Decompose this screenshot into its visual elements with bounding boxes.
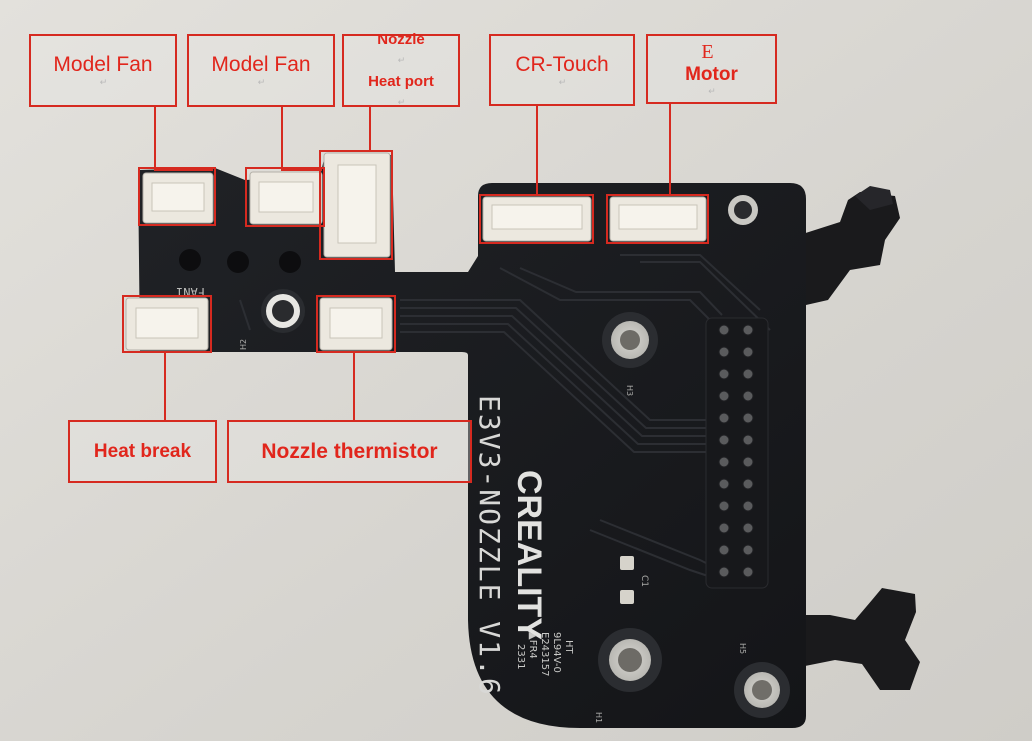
label-e-motor-text: Motor — [685, 64, 738, 85]
header-pins — [705, 317, 769, 589]
cert-ht: HT — [563, 640, 574, 655]
cert-e243157: E243157 — [539, 632, 550, 677]
connector-heat-port — [323, 152, 391, 258]
return-mark: ↵ — [257, 77, 266, 87]
connector-heat-break — [125, 297, 209, 351]
connector-cr-touch — [482, 196, 592, 242]
label-nozzle-thermistor: Nozzle thermistor — [227, 420, 472, 483]
mounting-hole-h2 — [261, 289, 305, 333]
silk-h1: H1 — [594, 712, 603, 723]
silk-h2: H2 — [239, 339, 248, 350]
connector-nozzle-thermistor — [319, 297, 393, 351]
label-model-fan-1-text: Model Fan — [53, 53, 153, 76]
mounting-clip-top — [790, 186, 900, 305]
return-mark: ↵ — [99, 77, 108, 87]
label-nozzle-heat-port-line2: Heat port — [368, 72, 434, 90]
label-cr-touch-text: CR-Touch — [515, 52, 609, 76]
mounting-hole-h1 — [598, 628, 662, 692]
board-model: E3V3-NOZZLE V1.6 — [473, 395, 506, 697]
mounting-clip-bottom — [795, 588, 920, 690]
silk-h5: H5 — [738, 643, 747, 654]
pcb-traces — [239, 254, 771, 581]
board-brand: CREALITY — [510, 470, 548, 640]
mounting-hole-top-right — [728, 195, 758, 225]
return-mark: ↵ — [397, 54, 406, 65]
leader-model-fan-1 — [154, 107, 213, 171]
label-model-fan-1: Model Fan↵ — [29, 34, 177, 107]
mounting-hole-h3 — [602, 312, 658, 368]
label-nozzle-heat-port: Nozzle ↵ Heat port ↵ — [342, 31, 460, 107]
label-nozzle-heat-port-line1: Nozzle — [377, 30, 425, 48]
leader-model-fan-2 — [281, 107, 322, 171]
capacitor-c1 — [620, 556, 634, 604]
mounting-hole-h5 — [734, 662, 790, 718]
label-nozzle-thermistor-text: Nozzle thermistor — [261, 439, 438, 463]
label-model-fan-2-text: Model Fan — [211, 53, 311, 76]
silk-c1: C1 — [639, 575, 649, 587]
cert-marks: HT 9L94V-0 E243157 ▲FR4 2331 — [515, 632, 574, 677]
return-mark: ↵ — [397, 96, 406, 107]
label-model-fan-2: Model Fan↵ — [187, 34, 335, 107]
connector-fan-1 — [142, 172, 214, 224]
annotation-connector-boxes — [122, 150, 709, 353]
connector-e-motor — [609, 196, 707, 242]
cert-fr4: ▲FR4 — [527, 632, 538, 659]
label-heat-break-text: Heat break — [93, 440, 192, 462]
transistors — [179, 249, 301, 273]
silk-h3: H3 — [625, 385, 634, 396]
label-e-motor-prefix: E — [701, 41, 714, 63]
cert-date: 2331 — [515, 644, 526, 669]
pcb-board — [138, 155, 806, 728]
label-cr-touch: CR-Touch↵ — [489, 34, 635, 106]
cert-94v0: 9L94V-0 — [551, 632, 562, 673]
return-mark: ↵ — [558, 76, 567, 87]
label-heat-break: Heat break — [68, 420, 217, 483]
annotation-leader-lines — [154, 104, 671, 420]
connector-fan-2 — [249, 171, 323, 225]
return-mark: ↵ — [708, 86, 716, 96]
